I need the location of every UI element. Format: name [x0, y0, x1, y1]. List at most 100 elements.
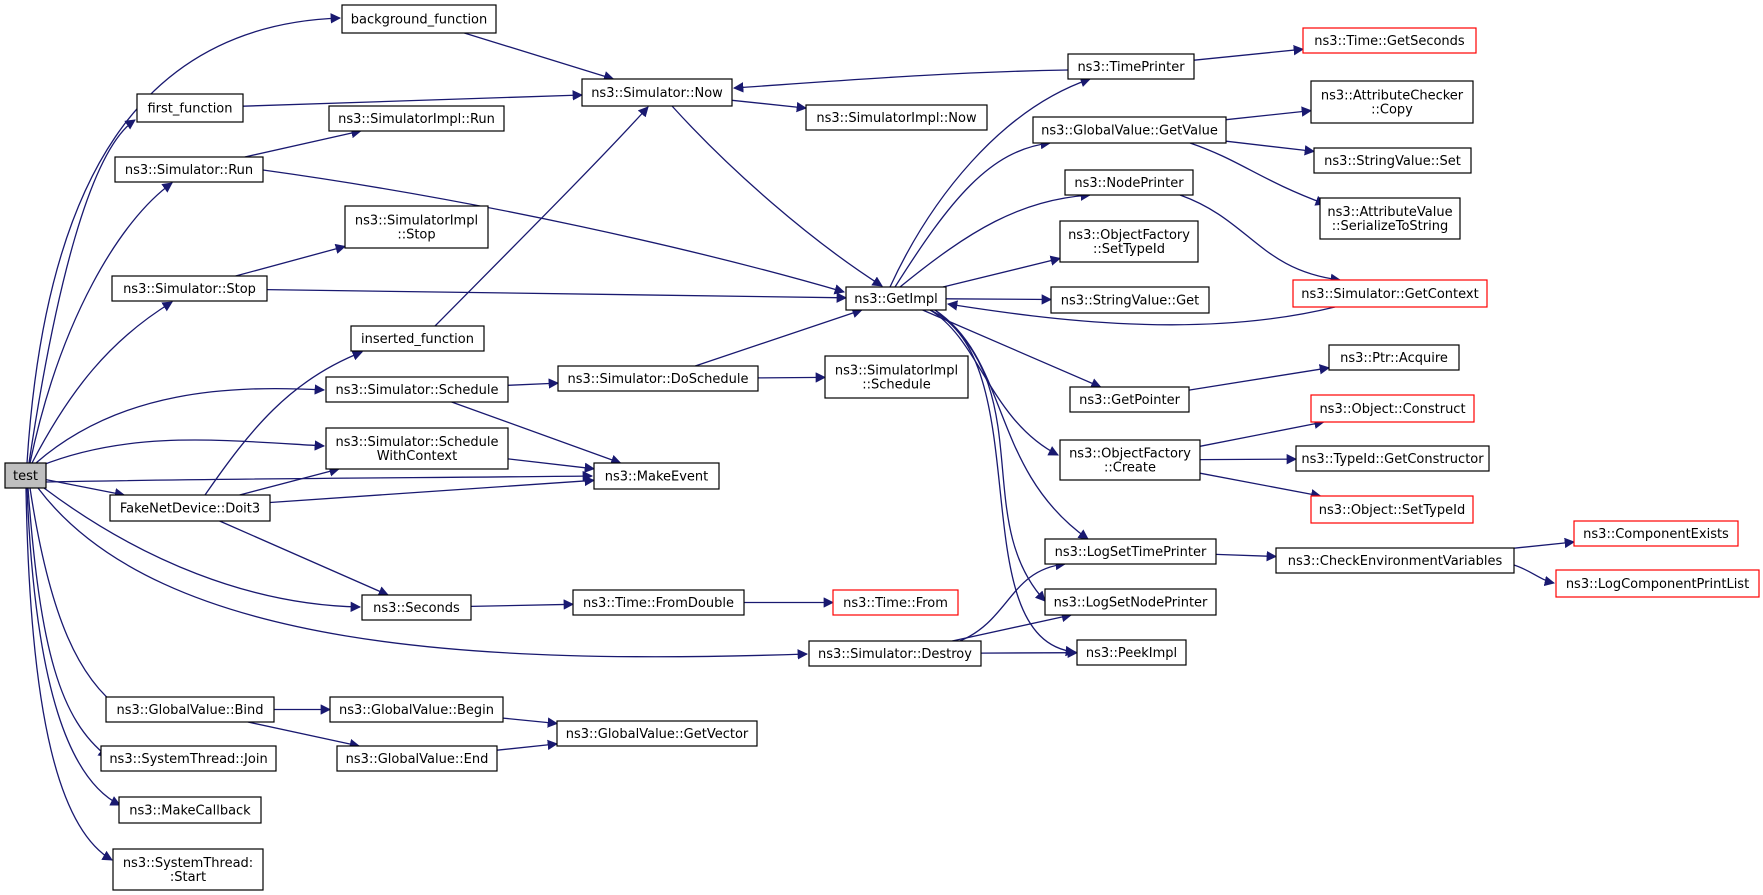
node-box: [1050, 286, 1210, 314]
node-test[interactable]: test: [4, 462, 47, 489]
node-box: [325, 376, 509, 403]
node-label: ns3::Simulator::Stop: [123, 282, 256, 297]
node-sim-now[interactable]: ns3::Simulator::Now: [581, 78, 733, 107]
edge-timeprinter-to-time-getseconds: [1193, 44, 1305, 61]
node-first-function[interactable]: first_function: [136, 93, 244, 123]
node-label: test: [13, 469, 38, 484]
node-of-settypeid[interactable]: ns3::ObjectFactory::SetTypeId: [1059, 220, 1199, 263]
node-box: [1067, 53, 1195, 80]
node-label: ns3::SystemThread::Join: [109, 752, 267, 767]
node-simimpl-run[interactable]: ns3::SimulatorImpl::Run: [328, 105, 505, 132]
node-box: [328, 105, 505, 132]
node-seconds[interactable]: ns3::Seconds: [361, 594, 472, 621]
node-box: [344, 205, 489, 249]
node-sim-doschedule[interactable]: ns3::Simulator::DoSchedule: [557, 365, 759, 392]
node-simimpl-schedule[interactable]: ns3::SimulatorImpl::Schedule: [824, 355, 969, 399]
node-logcomponentprintlist[interactable]: ns3::LogComponentPrintList: [1555, 569, 1760, 598]
node-attrvalue-serialize[interactable]: ns3::AttributeValue::SerializeToString: [1319, 197, 1461, 240]
node-label: ns3::GetPointer: [1079, 393, 1180, 408]
node-stringvalue-get[interactable]: ns3::StringValue::Get: [1050, 286, 1210, 314]
node-box: [100, 745, 277, 772]
edge-sim-run-to-getimpl: [262, 169, 845, 295]
edge-checkenv-to-componentexists: [1513, 537, 1576, 549]
node-label: ns3::TimePrinter: [1077, 60, 1185, 75]
node-nodeprinter[interactable]: ns3::NodePrinter: [1064, 169, 1194, 196]
node-box: [112, 848, 264, 891]
node-gv-end[interactable]: ns3::GlobalValue::End: [336, 745, 498, 772]
node-label: ns3::AttributeValue: [1327, 205, 1452, 220]
node-getimpl[interactable]: ns3::GetImpl: [845, 286, 947, 311]
node-st-start[interactable]: ns3::SystemThread::Start: [112, 848, 264, 891]
edge-sim-schedule-to-sim-doschedule: [507, 378, 560, 389]
edge-sim-schedule-to-makeevent: [451, 401, 622, 465]
node-makecallback[interactable]: ns3::MakeCallback: [118, 796, 262, 824]
node-ptr-acquire[interactable]: ns3::Ptr::Acquire: [1328, 344, 1460, 371]
node-st-join[interactable]: ns3::SystemThread::Join: [100, 745, 277, 772]
edge-gv-bind-to-gv-end: [247, 721, 361, 750]
node-time-getseconds[interactable]: ns3::Time::GetSeconds: [1302, 27, 1477, 54]
node-box: [808, 640, 982, 667]
node-box: [1302, 27, 1477, 54]
node-label: ns3::SystemThread:: [123, 856, 253, 871]
node-peekimpl[interactable]: ns3::PeekImpl: [1076, 639, 1187, 666]
node-box: [350, 325, 485, 352]
node-box: [1573, 520, 1739, 547]
node-sim-schedule[interactable]: ns3::Simulator::Schedule: [325, 376, 509, 403]
node-time-fromdouble[interactable]: ns3::Time::FromDouble: [572, 589, 745, 616]
node-checkenv[interactable]: ns3::CheckEnvironmentVariables: [1275, 547, 1515, 574]
node-sim-destroy[interactable]: ns3::Simulator::Destroy: [808, 640, 982, 667]
node-sim-getcontext[interactable]: ns3::Simulator::GetContext: [1292, 279, 1488, 308]
node-inserted-function[interactable]: inserted_function: [350, 325, 485, 352]
node-sim-run[interactable]: ns3::Simulator::Run: [114, 156, 264, 183]
node-makeevent[interactable]: ns3::MakeEvent: [593, 462, 720, 490]
node-gv-bind[interactable]: ns3::GlobalValue::Bind: [105, 696, 275, 723]
node-label: ns3::StringValue::Set: [1324, 154, 1461, 169]
node-gv-begin[interactable]: ns3::GlobalValue::Begin: [329, 696, 504, 723]
node-getpointer[interactable]: ns3::GetPointer: [1069, 386, 1190, 413]
node-label: first_function: [147, 102, 232, 117]
node-label: ns3::Simulator::Schedule: [335, 435, 498, 450]
node-box: [1292, 279, 1488, 308]
node-simimpl-now[interactable]: ns3::SimulatorImpl::Now: [805, 104, 988, 131]
node-logsettimeprinter[interactable]: ns3::LogSetTimePrinter: [1044, 538, 1217, 565]
node-sim-stop[interactable]: ns3::Simulator::Stop: [111, 275, 268, 302]
node-logsetnodeprinter[interactable]: ns3::LogSetNodePrinter: [1044, 588, 1217, 616]
node-box: [111, 275, 268, 302]
node-box: [557, 365, 759, 392]
nodes-layer: test background_function first_function ns3…: [4, 4, 1760, 891]
node-label: ::SerializeToString: [1332, 219, 1448, 234]
node-object-construct[interactable]: ns3::Object::Construct: [1310, 394, 1475, 423]
node-fakenet-doit3[interactable]: FakeNetDevice::Doit3: [109, 494, 271, 522]
node-gv-getvalue[interactable]: ns3::GlobalValue::GetValue: [1032, 116, 1227, 144]
node-box: [572, 589, 745, 616]
node-background-function[interactable]: background_function: [341, 4, 497, 34]
node-typeid-getconstructor[interactable]: ns3::TypeId::GetConstructor: [1295, 445, 1490, 472]
node-object-settypeid[interactable]: ns3::Object::SetTypeId: [1310, 495, 1474, 524]
node-of-create[interactable]: ns3::ObjectFactory::Create: [1059, 439, 1201, 481]
node-attrchecker-copy[interactable]: ns3::AttributeChecker::Copy: [1310, 80, 1474, 124]
node-box: [1059, 220, 1199, 263]
node-label: ns3::ComponentExists: [1583, 527, 1729, 542]
node-stringvalue-set[interactable]: ns3::StringValue::Set: [1313, 147, 1472, 174]
node-label: ns3::Simulator::Run: [125, 163, 253, 178]
edge-timeprinter-to-sim-now: [732, 69, 1069, 93]
node-time-from[interactable]: ns3::Time::From: [832, 589, 959, 616]
edge-seconds-to-time-fromdouble: [470, 599, 575, 610]
node-componentexists[interactable]: ns3::ComponentExists: [1573, 520, 1739, 547]
edge-sim-stop-to-getimpl: [266, 288, 848, 303]
node-timeprinter[interactable]: ns3::TimePrinter: [1067, 53, 1195, 80]
edge-getimpl-to-logsetnodeprinter: [934, 309, 1046, 602]
node-box: [114, 156, 264, 183]
edge-sim-getcontext-to-getimpl: [946, 300, 1336, 326]
edge-logsettimeprinter-to-checkenv: [1215, 550, 1278, 562]
node-simimpl-stop[interactable]: ns3::SimulatorImpl::Stop: [344, 205, 489, 249]
node-label: ns3::GlobalValue::Begin: [339, 703, 494, 718]
node-label: ns3::GlobalValue::GetVector: [566, 727, 749, 742]
edge-test-to-sim-schedule-ctx: [39, 439, 326, 467]
node-label: ns3::SimulatorImpl::Run: [338, 112, 495, 127]
node-label: ns3::SimulatorImpl: [835, 364, 958, 379]
edge-of-create-to-object-settypeid: [1199, 472, 1322, 500]
node-box: [1044, 588, 1217, 616]
node-gv-getvector[interactable]: ns3::GlobalValue::GetVector: [556, 720, 758, 747]
